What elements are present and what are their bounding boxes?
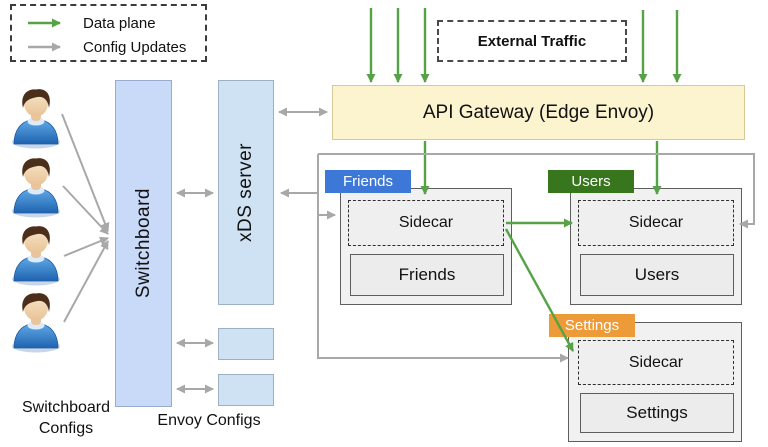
data-plane-arrow-icon xyxy=(28,18,61,28)
user-to-switchboard-line xyxy=(63,240,109,323)
users-sidecar-box: Sidecar xyxy=(578,200,734,246)
friends-tag: Friends xyxy=(325,170,411,193)
envoy-config-box-2 xyxy=(218,374,274,406)
friends-service-box: Friends xyxy=(350,254,504,296)
legend: Data plane Config Updates xyxy=(10,4,207,62)
settings-sidecar-box: Sidecar xyxy=(578,340,734,385)
envoy-configs-caption: Envoy Configs xyxy=(157,412,261,429)
external-traffic-box: External Traffic xyxy=(437,20,627,62)
legend-row-data-plane: Data plane xyxy=(26,11,205,35)
switchboard-configs-caption: Switchboard Configs xyxy=(21,399,111,438)
user-icon xyxy=(11,88,61,149)
user-to-switchboard-line xyxy=(63,236,109,257)
config-updates-arrow-icon xyxy=(28,42,61,52)
settings-tag: Settings xyxy=(549,314,635,337)
envoy-config-box-1 xyxy=(218,328,274,360)
users-tag: Users xyxy=(548,170,634,193)
user-to-switchboard-line xyxy=(61,113,110,232)
xds-server-label: xDS server xyxy=(235,143,256,242)
friends-sidecar-box: Sidecar xyxy=(348,200,504,246)
legend-label-config-updates: Config Updates xyxy=(83,38,187,56)
xds-server-box: xDS server xyxy=(218,80,274,305)
user-to-switchboard-line xyxy=(62,185,109,235)
switchboard-label: Switchboard xyxy=(132,188,154,299)
api-gateway-box: API Gateway (Edge Envoy) xyxy=(332,85,745,140)
legend-label-data-plane: Data plane xyxy=(83,14,156,32)
user-icon xyxy=(11,157,61,218)
users-service-box: Users xyxy=(580,254,734,296)
legend-row-config-updates: Config Updates xyxy=(26,35,205,59)
switchboard-box: Switchboard xyxy=(115,80,172,407)
user-icon xyxy=(11,292,61,353)
settings-service-box: Settings xyxy=(580,393,734,433)
user-icon xyxy=(11,225,61,286)
